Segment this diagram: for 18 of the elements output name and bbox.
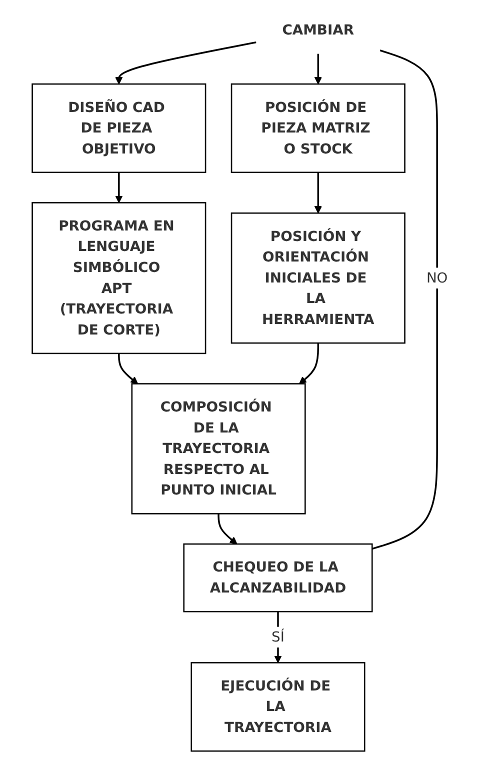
node-box: COMPOSICIÓN DE LA TRAYECTORIA RESPECTO AL PUNTO INICIAL — [131, 383, 306, 514]
arrow — [115, 41, 256, 84]
node-box: POSICIÓN DE PIEZA MATRIZ O STOCK — [230, 83, 406, 174]
node-box: PROGRAMA EN LENGUAJE SIMBÓLICO APT (TRAYECTORIA DE CORTE) — [32, 202, 206, 354]
edge-label: NO — [426, 269, 448, 286]
node-box: CHEQUEO DE LA ALCANZABILIDAD — [183, 543, 373, 612]
connector — [372, 50, 438, 550]
node-text: CAMBIAR — [282, 22, 354, 38]
node-box: POSICIÓN Y ORIENTACIÓN INICIALES DE LA HERRAMIENTA — [230, 212, 406, 344]
arrow — [118, 353, 138, 384]
node-box: EJECUCIÓN DE LA TRAYECTORIA — [190, 662, 366, 752]
edge-label: SÍ — [272, 628, 284, 645]
arrow — [314, 172, 322, 214]
arrow — [115, 172, 123, 204]
node-box: DISEÑO CAD DE PIEZA OBJETIVO — [32, 83, 206, 174]
arrow — [218, 514, 238, 544]
arrow — [298, 343, 320, 384]
arrow — [314, 54, 322, 84]
